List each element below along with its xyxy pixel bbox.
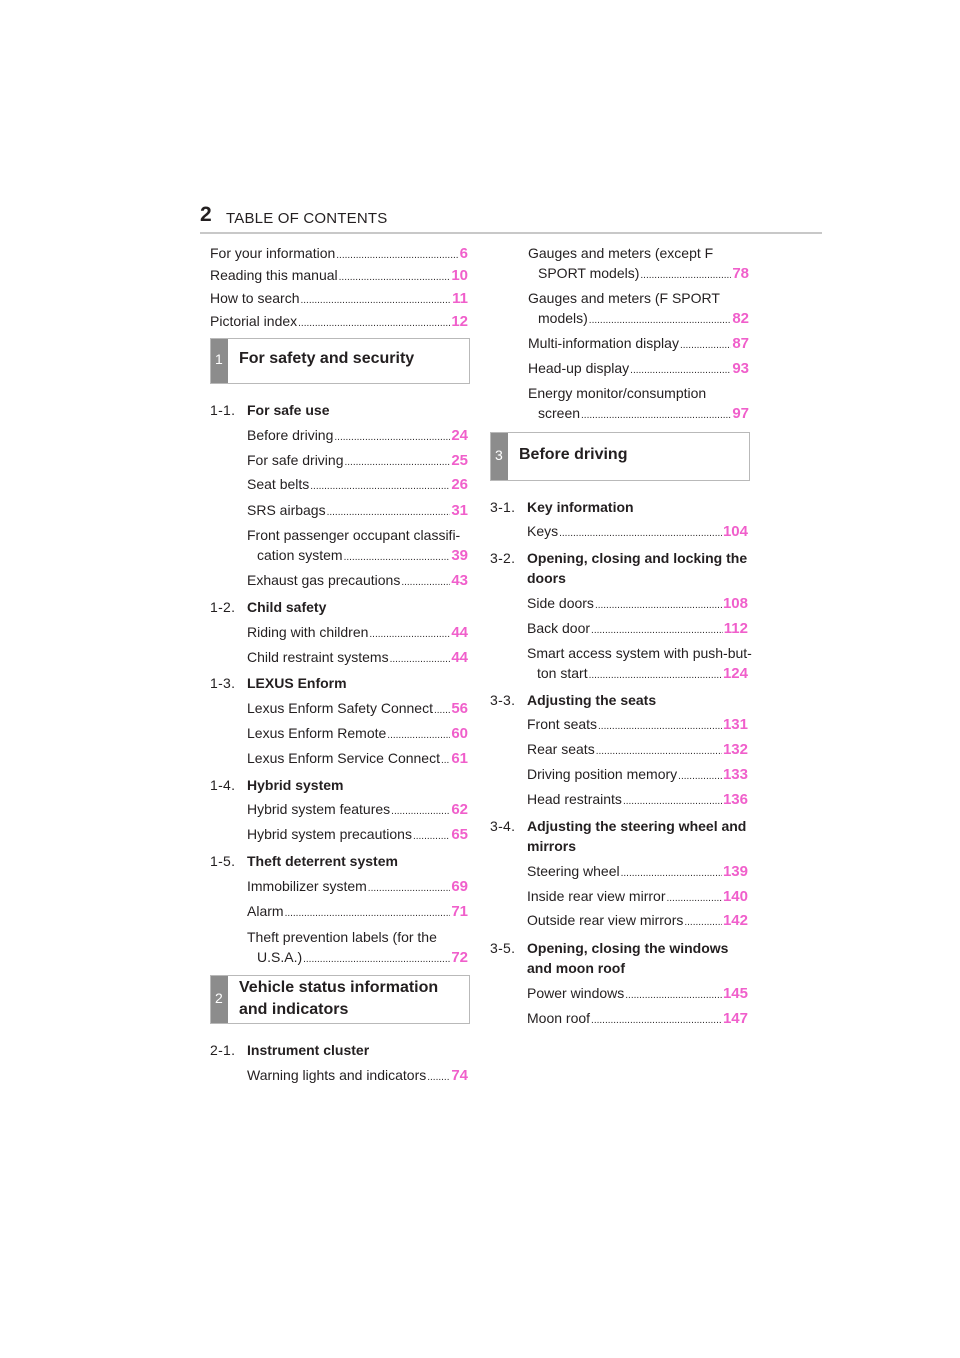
page-link[interactable]: 147: [722, 1010, 748, 1027]
page-link[interactable]: 44: [451, 624, 468, 641]
page-link[interactable]: 26: [451, 476, 468, 493]
toc-entry[interactable]: Theft prevention labels (for theU.S.A.)7…: [247, 927, 468, 970]
toc-entry[interactable]: Driving position memory133: [527, 764, 748, 787]
page-link[interactable]: 25: [451, 452, 468, 469]
page-link[interactable]: 78: [732, 265, 749, 282]
toc-entry[interactable]: Energy monitor/consumptionscreen97: [528, 383, 749, 426]
toc-entry[interactable]: Keys104: [527, 521, 748, 544]
chapter-3-header[interactable]: 3 Before driving: [490, 432, 750, 481]
toc-entry[interactable]: For safe driving25: [247, 450, 468, 473]
toc-entry[interactable]: Inside rear view mirror140: [527, 886, 748, 909]
page-number: 2: [200, 203, 212, 226]
toc-entry[interactable]: Immobilizer system69: [247, 876, 468, 899]
toc-entry[interactable]: Pictorial index12: [210, 311, 468, 334]
toc-entry[interactable]: Before driving24: [247, 425, 468, 448]
page-link[interactable]: 61: [451, 750, 468, 767]
toc-entry[interactable]: Lexus Enform Remote60: [247, 723, 468, 746]
page-link[interactable]: 145: [722, 985, 748, 1002]
page-link[interactable]: 24: [451, 427, 468, 444]
page-link[interactable]: 72: [451, 949, 468, 966]
chapter-tab: 1: [211, 339, 228, 383]
page-link[interactable]: 140: [722, 888, 748, 905]
page-link[interactable]: 12: [451, 313, 468, 330]
page-link[interactable]: 142: [722, 912, 748, 929]
page-link[interactable]: 69: [451, 878, 468, 895]
page-link[interactable]: 97: [732, 405, 749, 422]
toc-entry[interactable]: Front seats131: [527, 714, 748, 737]
page-link[interactable]: 39: [451, 547, 468, 564]
chapter-title: Before driving: [519, 446, 628, 463]
toc-entry[interactable]: Multi-information display87: [528, 333, 749, 356]
chapter-title: For safety and security: [239, 350, 415, 367]
toc-entry[interactable]: Hybrid system features62: [247, 799, 468, 822]
page-link[interactable]: 11: [452, 290, 468, 307]
toc-entry[interactable]: Side doors108: [527, 593, 748, 616]
chapter-1-header[interactable]: 1 For safety and security: [210, 338, 470, 384]
toc-entry[interactable]: Outside rear view mirrors142: [527, 910, 748, 933]
toc-entry[interactable]: Child restraint systems44: [247, 647, 468, 670]
running-title: TABLE OF CONTENTS: [226, 210, 388, 227]
page-link[interactable]: 82: [732, 310, 749, 327]
toc-entry[interactable]: Back door112: [527, 618, 748, 641]
toc-entry[interactable]: Riding with children44: [247, 622, 468, 645]
page-link[interactable]: 62: [451, 801, 468, 818]
page-link[interactable]: 43: [451, 572, 468, 589]
page-link[interactable]: 65: [451, 826, 468, 843]
toc-entry[interactable]: Head restraints136: [527, 789, 748, 812]
toc-entry[interactable]: Smart access system with push-but-ton st…: [527, 643, 752, 686]
page-link[interactable]: 56: [451, 700, 468, 717]
page-link[interactable]: 60: [451, 725, 468, 742]
page-link[interactable]: 133: [722, 766, 748, 783]
toc-entry[interactable]: Power windows145: [527, 983, 748, 1006]
toc-entry[interactable]: Head-up display93: [528, 358, 749, 381]
toc-entry[interactable]: SRS airbags31: [247, 500, 468, 523]
page-link[interactable]: 31: [451, 502, 468, 519]
page-link[interactable]: 6: [459, 245, 468, 262]
chapter-2-header[interactable]: 2 Vehicle status information and indicat…: [210, 975, 470, 1024]
page-link[interactable]: 93: [732, 360, 749, 377]
page-link[interactable]: 139: [722, 863, 748, 880]
toc-entry[interactable]: Lexus Enform Safety Connect56: [247, 698, 468, 721]
toc-entry[interactable]: Rear seats132: [527, 739, 748, 762]
page-link[interactable]: 124: [722, 665, 748, 682]
toc-entry[interactable]: Moon roof147: [527, 1008, 748, 1031]
page-link[interactable]: 87: [732, 335, 749, 352]
page-link[interactable]: 131: [722, 716, 748, 733]
page-link[interactable]: 71: [451, 903, 468, 920]
toc-entry[interactable]: Seat belts26: [247, 474, 468, 497]
page-link[interactable]: 136: [722, 791, 748, 808]
toc-entry[interactable]: For your information6: [210, 243, 468, 266]
toc-entry[interactable]: How to search11: [210, 288, 468, 311]
page-link[interactable]: 108: [722, 595, 748, 612]
toc-entry[interactable]: Hybrid system precautions65: [247, 824, 468, 847]
page-link[interactable]: 104: [722, 523, 748, 540]
chapter-tab: 3: [491, 433, 508, 480]
toc-entry[interactable]: Reading this manual10: [210, 265, 468, 288]
toc-entry[interactable]: Lexus Enform Service Connect61: [247, 748, 468, 771]
page-link[interactable]: 44: [451, 649, 468, 666]
page-link[interactable]: 10: [451, 267, 468, 284]
page-link[interactable]: 132: [722, 741, 748, 758]
page-link[interactable]: 74: [451, 1067, 468, 1084]
toc-entry[interactable]: Exhaust gas precautions43: [247, 570, 468, 593]
page-link[interactable]: 112: [723, 620, 748, 637]
toc-entry[interactable]: Steering wheel139: [527, 861, 748, 884]
chapter-tab: 2: [211, 976, 228, 1023]
header-rule: [200, 232, 822, 234]
toc-entry[interactable]: Front passenger occupant classifi-cation…: [247, 525, 468, 568]
chapter-title: Vehicle status information and indicator…: [239, 979, 439, 1018]
toc-entry[interactable]: Warning lights and indicators74: [247, 1065, 468, 1088]
toc-entry[interactable]: Alarm71: [247, 901, 468, 924]
